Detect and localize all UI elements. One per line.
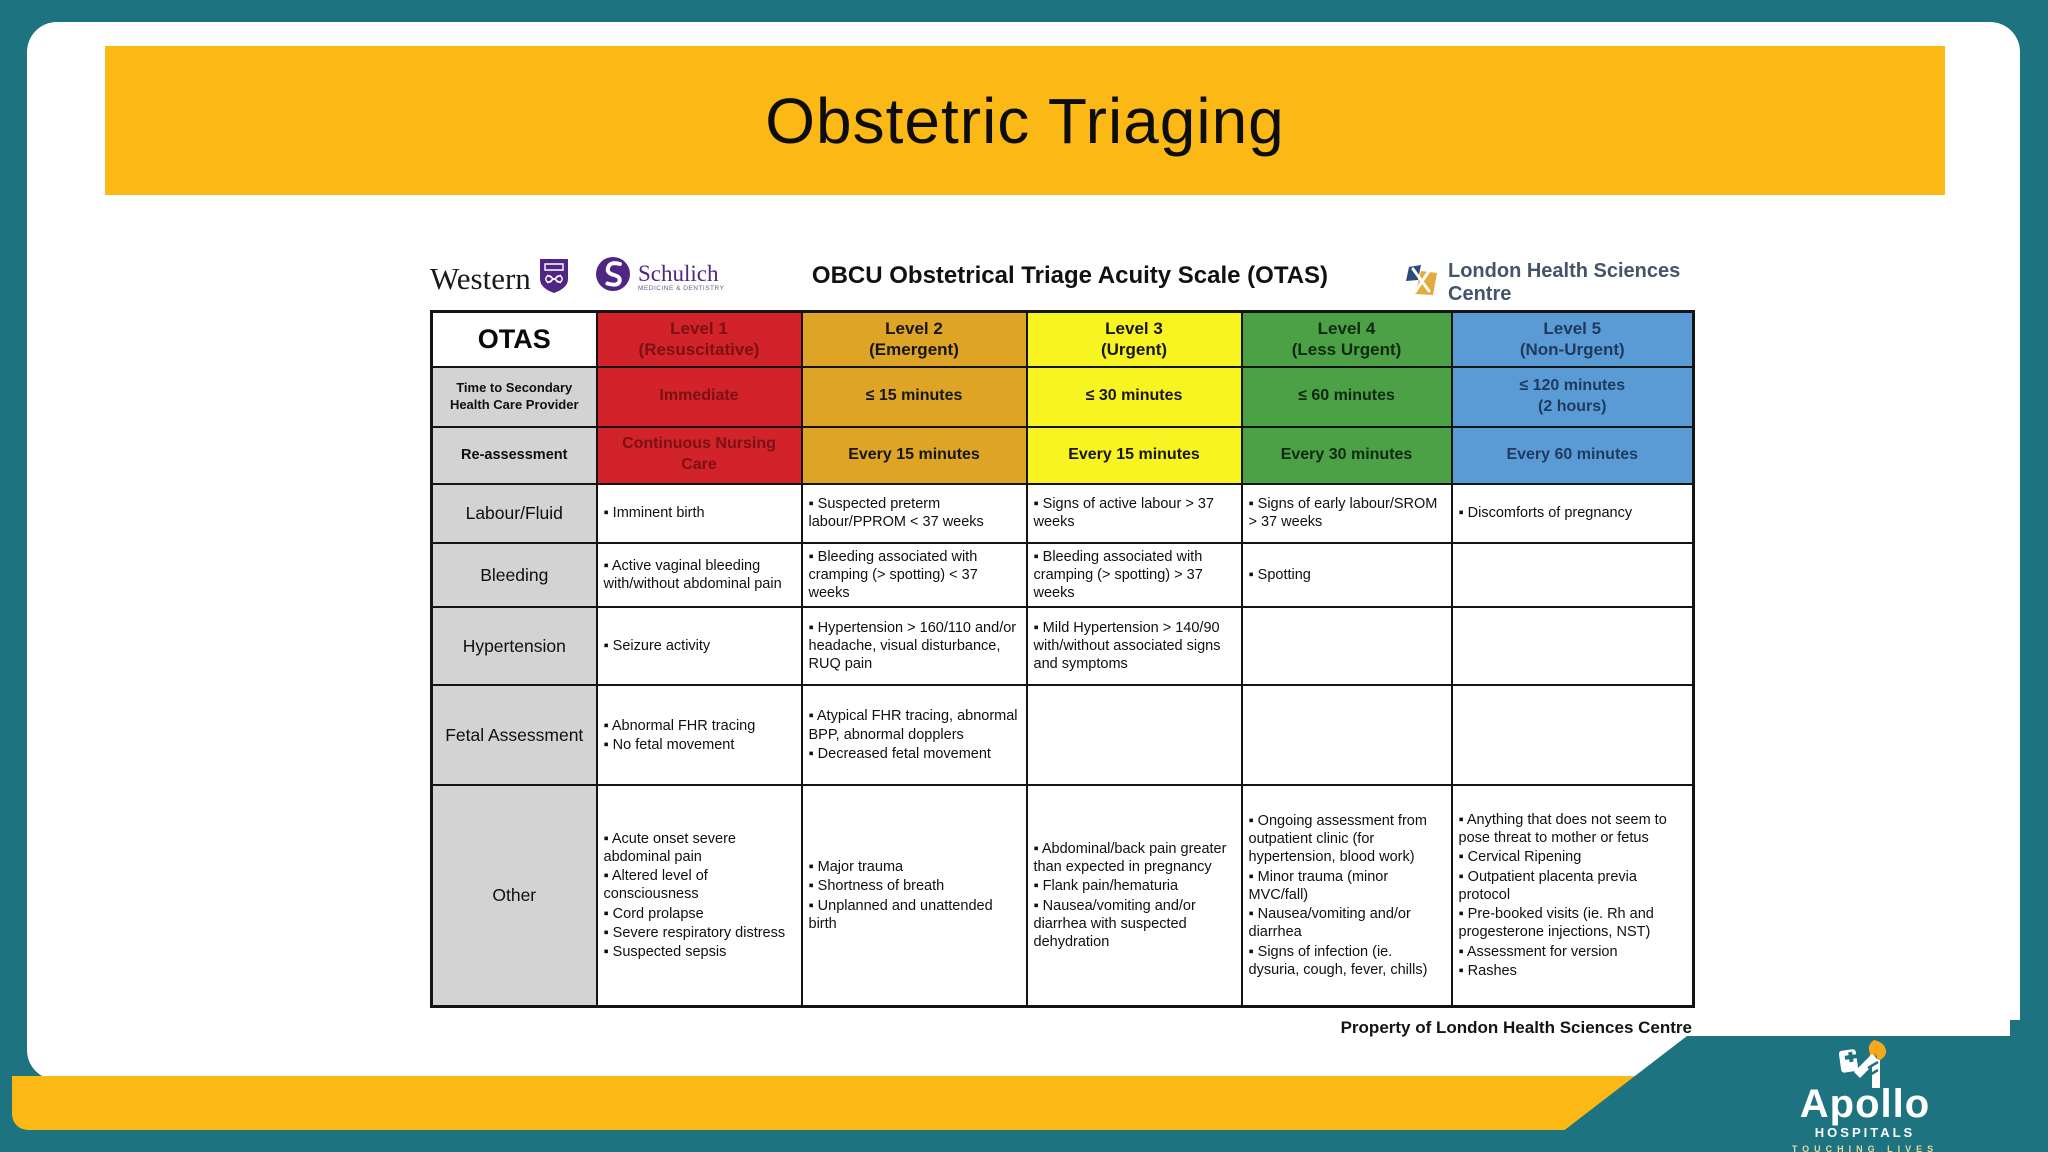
apollo-logo-tagline: TOUCHING LIVES — [1791, 1144, 1939, 1152]
apollo-torch-icon — [1770, 1038, 1960, 1090]
table-row: Other▪ Acute onset severe abdominal pain… — [430, 784, 1695, 1008]
bottom-band — [12, 1076, 1660, 1130]
table-row: Fetal Assessment▪ Abnormal FHR tracing▪ … — [430, 684, 1695, 787]
otas-cell: ▪ Seizure activity — [595, 606, 803, 687]
otas-cell: Immediate — [595, 365, 803, 428]
schulich-s-icon — [595, 256, 631, 297]
row-label: Bleeding — [430, 541, 598, 609]
otas-cell: ▪ Anything that does not seem to pose th… — [1450, 784, 1695, 1008]
otas-cell: Every 30 minutes — [1240, 425, 1453, 485]
schulich-logo-subtext: MEDICINE & DENTISTRY — [638, 284, 725, 292]
otas-cell — [1450, 541, 1695, 609]
level-header-2: Level 2(Emergent) — [800, 310, 1028, 368]
row-label: Hypertension — [430, 606, 598, 687]
lhsc-logo: London Health Sciences Centre — [1405, 260, 1692, 306]
schulich-logo: Schulich MEDICINE & DENTISTRY — [595, 256, 724, 297]
row-label: Other — [430, 784, 598, 1008]
otas-cell — [1450, 606, 1695, 687]
corner-wedge-fill — [2010, 1020, 2048, 1152]
level-header-4: Level 4(Less Urgent) — [1240, 310, 1453, 368]
otas-cell: ▪ Abnormal FHR tracing▪ No fetal movemen… — [595, 684, 803, 787]
level-header-3: Level 3(Urgent) — [1025, 310, 1243, 368]
otas-cell: ▪ Bleeding associated with cramping (> s… — [800, 541, 1028, 609]
property-note: Property of London Health Sciences Centr… — [1340, 1018, 1692, 1037]
otas-cell: ▪ Imminent birth — [595, 482, 803, 544]
otas-cell: ▪ Major trauma▪ Shortness of breath▪ Unp… — [800, 784, 1028, 1008]
table-corner-otas: OTAS — [430, 310, 598, 368]
otas-cell: ≤ 30 minutes — [1025, 365, 1243, 428]
otas-cell — [1240, 684, 1453, 787]
otas-cell: ▪ Mild Hypertension > 140/90 with/withou… — [1025, 606, 1243, 687]
western-logo-text: Western — [430, 260, 531, 296]
otas-cell: Every 15 minutes — [800, 425, 1028, 485]
title-band: Obstetric Triaging — [105, 46, 1945, 195]
level-header-1: Level 1(Resuscitative) — [595, 310, 803, 368]
lhsc-icon — [1405, 264, 1439, 302]
page-title: Obstetric Triaging — [765, 84, 1285, 157]
otas-cell: ≤ 120 minutes(2 hours) — [1450, 365, 1695, 428]
otas-cell: Every 15 minutes — [1025, 425, 1243, 485]
otas-cell: ▪ Acute onset severe abdominal pain▪ Alt… — [595, 784, 803, 1008]
otas-cell: ▪ Discomforts of pregnancy — [1450, 482, 1695, 544]
table-row: Labour/Fluid▪ Imminent birth▪ Suspected … — [430, 482, 1695, 544]
apollo-logo-text: Apollo — [1799, 1082, 1931, 1126]
schulich-logo-text: Schulich — [638, 260, 719, 286]
otas-cell: ▪ Signs of active labour > 37 weeks — [1025, 482, 1243, 544]
logo-row: Western Schulich MEDICINE — [430, 250, 1692, 305]
otas-cell: ≤ 60 minutes — [1240, 365, 1453, 428]
table-title: OBCU Obstetrical Triage Acuity Scale (OT… — [811, 262, 1329, 289]
otas-cell: ▪ Bleeding associated with cramping (> s… — [1025, 541, 1243, 609]
apollo-logo: Apollo HOSPITALS TOUCHING LIVES — [1770, 1038, 1960, 1152]
otas-cell: ▪ Active vaginal bleeding with/without a… — [595, 541, 803, 609]
otas-cell — [1025, 684, 1243, 787]
otas-cell: ▪ Atypical FHR tracing, abnormal BPP, ab… — [800, 684, 1028, 787]
otas-cell: ▪ Abdominal/back pain greater than expec… — [1025, 784, 1243, 1008]
otas-cell: ▪ Signs of early labour/SROM > 37 weeks — [1240, 482, 1453, 544]
row-label: Labour/Fluid — [430, 482, 598, 544]
western-logo: Western — [430, 258, 569, 299]
table-row: Hypertension▪ Seizure activity▪ Hyperten… — [430, 606, 1695, 687]
otas-cell: ▪ Spotting — [1240, 541, 1453, 609]
otas-cell: ▪ Ongoing assessment from outpatient cli… — [1240, 784, 1453, 1008]
otas-cell: ▪ Hypertension > 160/110 and/or headache… — [800, 606, 1028, 687]
lhsc-logo-text: London Health Sciences Centre — [1448, 260, 1681, 305]
otas-cell — [1450, 684, 1695, 787]
otas-cell — [1240, 606, 1453, 687]
row-label: Fetal Assessment — [430, 684, 598, 787]
western-shield-icon — [539, 258, 569, 299]
apollo-logo-subtext: HOSPITALS — [1814, 1125, 1916, 1140]
level-header-5: Level 5(Non-Urgent) — [1450, 310, 1695, 368]
row-label: Time to Secondary Health Care Provider — [430, 365, 598, 428]
otas-cell: Every 60 minutes — [1450, 425, 1695, 485]
table-row: Bleeding▪ Active vaginal bleeding with/w… — [430, 541, 1695, 609]
otas-cell: ▪ Suspected preterm labour/PPROM < 37 we… — [800, 482, 1028, 544]
otas-cell: ≤ 15 minutes — [800, 365, 1028, 428]
row-label: Re-assessment — [430, 425, 598, 485]
